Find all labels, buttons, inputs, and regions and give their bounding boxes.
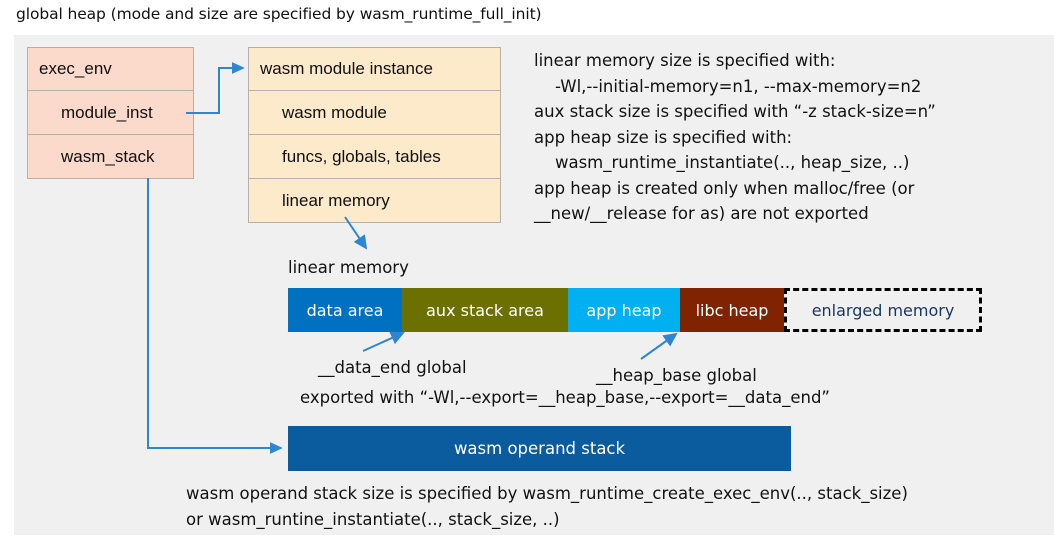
exec-env-module-inst-label: module_inst [61, 102, 153, 122]
wasm-module-instance-box: wasm module instance wasm module funcs, … [248, 47, 501, 223]
exec-env-wasm-stack-label: wasm_stack [61, 146, 155, 166]
module-instance-row-funcs-globals-tables: funcs, globals, tables [248, 135, 501, 179]
memory-segment-app-heap: app heap [568, 288, 680, 332]
module-instance-linear-memory-label: linear memory [282, 190, 390, 210]
module-instance-wasm-module-label: wasm module [282, 102, 387, 122]
exec-env-header: exec_env [27, 47, 194, 91]
module-instance-row-linear-memory: linear memory [248, 179, 501, 223]
memory-segment-enlarged-memory: enlarged memory [784, 288, 982, 332]
memory-segment-data-area: data area [288, 288, 402, 332]
exported-with-annotation: exported with “-Wl,--export=__heap_base,… [300, 388, 830, 407]
memory-config-note: linear memory size is specified with: -W… [534, 51, 936, 223]
module-instance-row-wasm-module: wasm module [248, 91, 501, 135]
memory-segment-aux-stack-area: aux stack area [402, 288, 568, 332]
linear-memory-caption: linear memory [288, 258, 409, 277]
module-instance-funcs-label: funcs, globals, tables [282, 146, 441, 166]
exec-env-box: exec_env module_inst wasm_stack [27, 47, 194, 179]
exec-env-row-wasm-stack: wasm_stack [27, 135, 194, 179]
heap-base-annotation: __heap_base global [596, 366, 757, 385]
operand-stack-note: wasm operand stack size is specified by … [186, 484, 908, 529]
module-instance-header: wasm module instance [248, 47, 501, 91]
page-title: global heap (mode and size are specified… [16, 5, 542, 23]
data-end-annotation: __data_end global [318, 358, 467, 377]
exec-env-row-module-inst: module_inst [27, 91, 194, 135]
wasm-operand-stack-box: wasm operand stack [288, 426, 791, 471]
memory-segment-libc-heap: libc heap [680, 288, 784, 332]
